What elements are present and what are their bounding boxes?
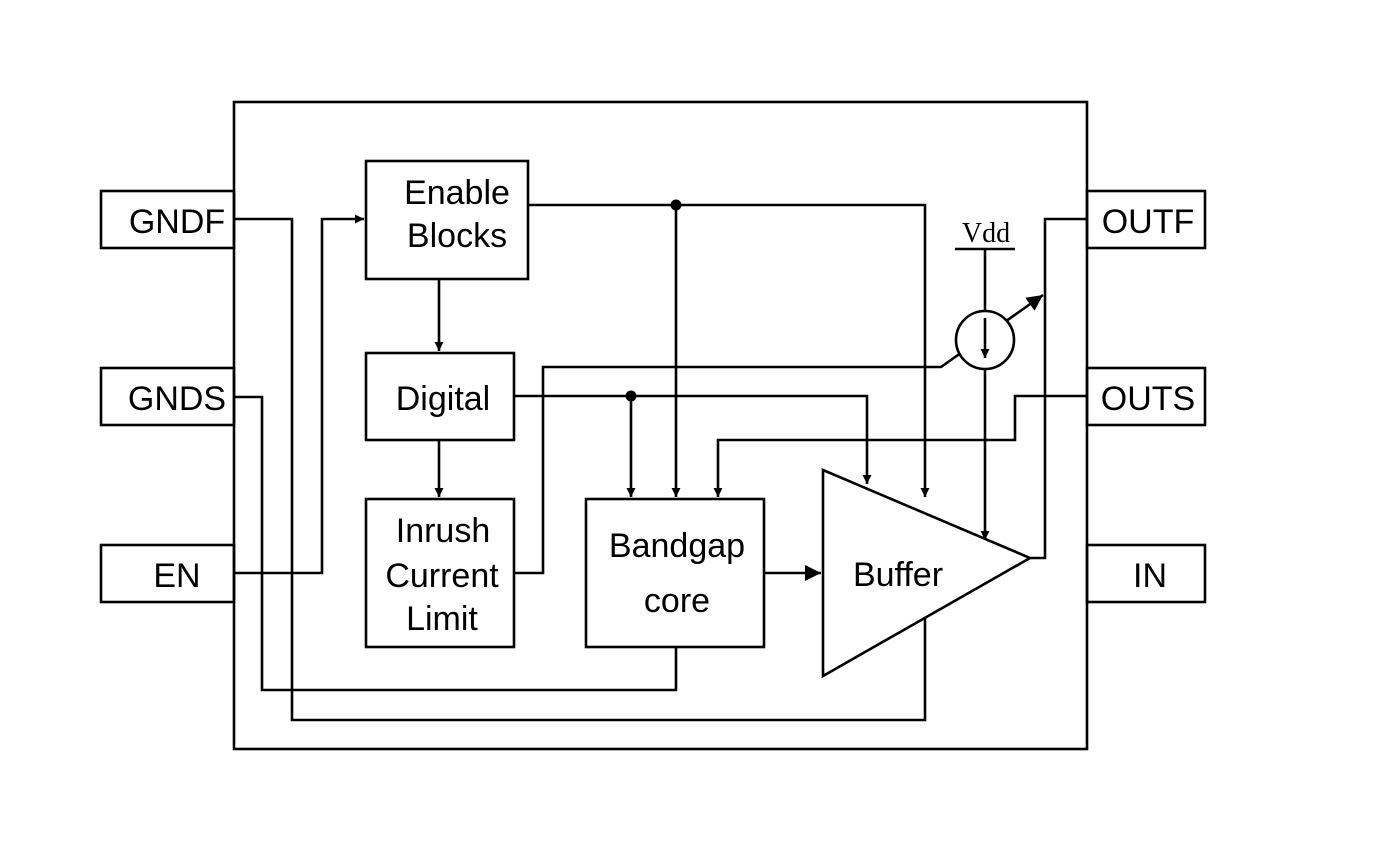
pin-en-label: EN bbox=[153, 557, 200, 595]
wire-outs bbox=[713, 394, 1087, 497]
block-buffer: Buffer bbox=[821, 468, 1033, 679]
block-bandgap-line2: core bbox=[644, 582, 710, 620]
wire-gndf bbox=[234, 217, 927, 722]
block-digital: Digital bbox=[364, 351, 516, 442]
block-enable-line2: Blocks bbox=[407, 217, 507, 255]
block-enable: Enable Blocks bbox=[364, 159, 530, 281]
block-buffer-label: Buffer bbox=[853, 556, 943, 594]
pin-outs-label: OUTS bbox=[1101, 380, 1195, 418]
block-inrush-line1: Inrush bbox=[396, 512, 491, 550]
wire-en bbox=[234, 214, 364, 575]
pin-gndf-label: GNDF bbox=[129, 203, 225, 241]
pin-in-label: IN bbox=[1133, 557, 1167, 595]
wire-buffer-to-outf bbox=[1030, 217, 1087, 560]
wire-gnds bbox=[234, 395, 678, 692]
block-enable-line1: Enable bbox=[404, 174, 510, 212]
junction-dot-enable bbox=[670, 199, 682, 211]
pin-en: EN bbox=[99, 543, 236, 604]
pin-outf: OUTF bbox=[1085, 189, 1207, 250]
vdd-supply: Vdd bbox=[955, 218, 1015, 251]
wire-enable-bus bbox=[528, 203, 930, 497]
vdd-label: Vdd bbox=[962, 218, 1010, 249]
pin-gnds: GNDS bbox=[99, 366, 236, 427]
pin-gnds-label: GNDS bbox=[128, 380, 226, 418]
pin-outf-label: OUTF bbox=[1102, 203, 1195, 241]
block-inrush-line2: Current bbox=[385, 557, 499, 595]
junction-dot-digital bbox=[625, 390, 637, 402]
chip-outline bbox=[232, 100, 1089, 751]
block-inrush: Inrush Current Limit bbox=[364, 497, 516, 649]
block-bandgap: Bandgap core bbox=[584, 497, 766, 649]
block-digital-label: Digital bbox=[396, 380, 490, 418]
block-bandgap-line1: Bandgap bbox=[609, 527, 745, 565]
pin-gndf: GNDF bbox=[99, 189, 236, 250]
current-source-icon bbox=[954, 309, 1016, 371]
wires bbox=[234, 199, 1087, 722]
pin-in: IN bbox=[1085, 543, 1207, 604]
pin-outs: OUTS bbox=[1085, 366, 1207, 427]
block-inrush-line3: Limit bbox=[406, 600, 478, 638]
